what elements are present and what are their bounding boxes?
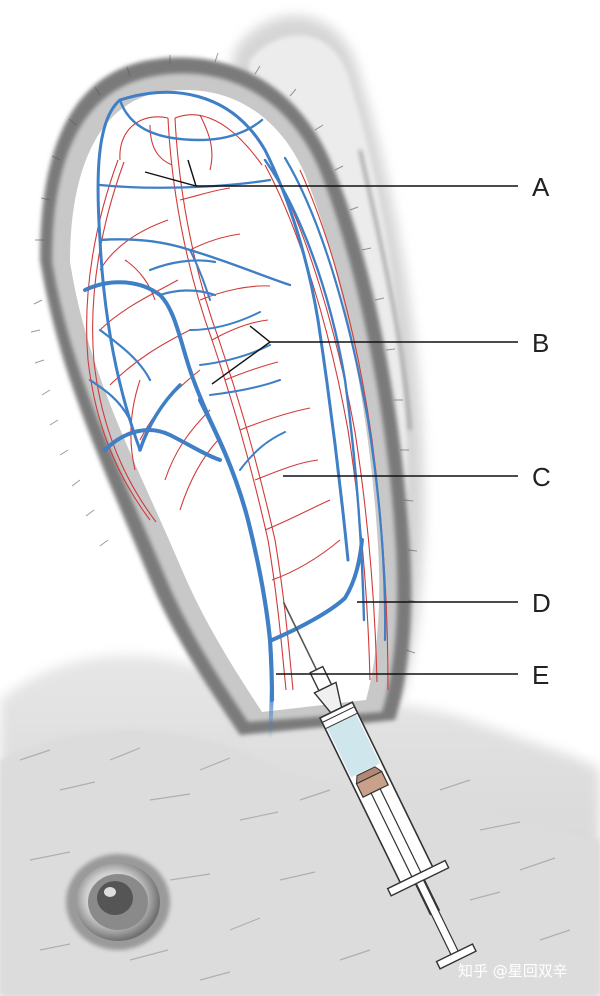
label-c: C bbox=[532, 462, 551, 492]
veins bbox=[83, 90, 387, 742]
leader-a-tick bbox=[187, 159, 197, 187]
leader-lines bbox=[144, 159, 518, 675]
label-e: E bbox=[532, 660, 549, 690]
rabbit-eye-icon bbox=[66, 854, 170, 950]
leader-b-tick bbox=[211, 341, 271, 385]
label-a: A bbox=[532, 172, 550, 202]
label-b: B bbox=[532, 328, 549, 358]
label-d: D bbox=[532, 588, 551, 618]
syringe-icon bbox=[282, 601, 477, 970]
watermark: 知乎 @星回双辛 bbox=[458, 962, 568, 980]
